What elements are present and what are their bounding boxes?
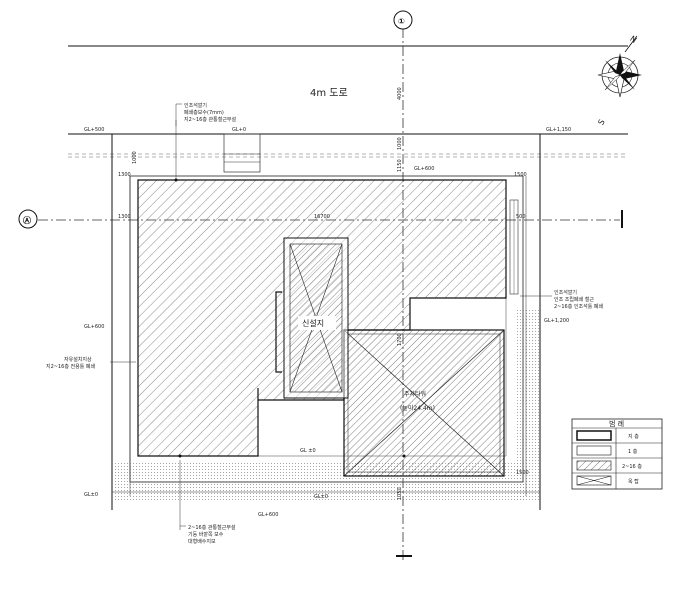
svg-text:대형배수지보: 대형배수지보 <box>188 538 216 545</box>
north-arrow <box>597 35 642 98</box>
dim-right-margin-3: 1500 <box>516 470 529 476</box>
dim-center-level: GL+600 <box>414 166 434 172</box>
dim-vert-core: 1700 <box>397 333 403 346</box>
svg-text:기둥 바깥쪽 보수: 기둥 바깥쪽 보수 <box>188 531 224 538</box>
svg-text:지2~16층 전용틀 폐쇄: 지2~16층 전용틀 폐쇄 <box>46 363 96 370</box>
north-label: N <box>628 34 638 45</box>
building-footprint-base <box>137 179 507 457</box>
legend-label-rooftop: 옥 탑 <box>628 478 639 485</box>
svg-text:폐쇄층보수(7mm): 폐쇄층보수(7mm) <box>184 109 224 116</box>
dim-bottom-below-level: GL+600 <box>258 512 278 518</box>
legend-title: 범 례 <box>609 419 624 428</box>
room-label-left: 신설지 <box>302 318 324 328</box>
dim-vert-left: 1000 <box>132 151 138 164</box>
road-label: 4m 도로 <box>310 88 348 99</box>
dim-right-margin-1: 1500 <box>514 172 527 178</box>
svg-text:자유설치지상: 자유설치지상 <box>64 356 92 363</box>
dim-top-center-level: GL+0 <box>232 127 246 133</box>
callout-top: 인조석깔기 폐쇄층보수(7mm) 지2~16층 관통철근부설 <box>184 102 237 123</box>
dim-vert-mid2: 1150 <box>397 159 403 172</box>
dim-bottom-left-level: GL±0 <box>84 492 98 498</box>
grid-bubble-left <box>18 209 38 229</box>
dim-left-margin-1: 1300 <box>118 172 131 178</box>
dim-left-margin-2: 1300 <box>118 214 131 220</box>
legend-swatch-first <box>576 445 612 456</box>
paving-strip-right <box>516 310 540 502</box>
dim-total-width: 16700 <box>314 214 330 220</box>
grid-bubble-top-label: ① <box>398 17 405 26</box>
dim-left-side-level: GL+600 <box>84 324 104 330</box>
level-center: GL ±0 <box>300 448 316 454</box>
legend-label-first: 1 층 <box>628 448 638 455</box>
north-sub-label: S <box>596 118 606 127</box>
callout-left: 자유설치지상 지2~16층 전용틀 폐쇄 <box>46 356 96 370</box>
dim-top-right-level: GL+1,150 <box>546 127 571 133</box>
room-label-right-1: 주차타워 <box>404 390 426 398</box>
svg-text:2~16층 관통철근부설: 2~16층 관통철근부설 <box>188 524 236 531</box>
svg-text:인조석깔기: 인조석깔기 <box>184 102 207 109</box>
callout-right: 인조석깔기 인조 조립폐쇄 철근 2~16층 인조석틀 폐쇄 <box>554 289 604 310</box>
grid-bubble-left-label: Ⓐ <box>23 215 31 225</box>
legend-label-typical: 2~16 층 <box>622 463 642 470</box>
legend-swatch-basement <box>576 430 612 441</box>
svg-text:인조 조립폐쇄 철근: 인조 조립폐쇄 철근 <box>554 296 594 303</box>
dim-vert-mid1: 1000 <box>397 137 403 150</box>
svg-text:인조석깔기: 인조석깔기 <box>554 289 577 296</box>
dim-vert-bottom: 1050 <box>397 487 403 500</box>
dim-top-left-level: GL+500 <box>84 127 104 133</box>
dim-vert-top: 4000 <box>397 87 403 100</box>
dim-bottom-center-level: GL±0 <box>314 494 328 500</box>
grid-bubble-top <box>393 10 413 30</box>
legend-label-basement: 지 층 <box>628 433 639 440</box>
room-label-right-2: (높이24.4m) <box>400 404 435 412</box>
svg-text:2~16층 인조석틀 폐쇄: 2~16층 인조석틀 폐쇄 <box>554 303 604 310</box>
dim-right-margin-2: 500 <box>516 214 526 220</box>
svg-text:지2~16층 관통철근부설: 지2~16층 관통철근부설 <box>184 116 237 123</box>
legend: 범 례 지 층 1 층 2~16 층 옥 탑 <box>571 418 663 490</box>
legend-swatch-typical <box>576 460 612 471</box>
dim-right-side-level: GL+1,200 <box>544 318 569 324</box>
entrance-stair <box>223 133 261 173</box>
core-bracket-left <box>275 291 282 373</box>
callout-bottom: 2~16층 관통철근부설 기둥 바깥쪽 보수 대형배수지보 <box>188 524 236 545</box>
legend-swatch-rooftop <box>576 475 612 486</box>
